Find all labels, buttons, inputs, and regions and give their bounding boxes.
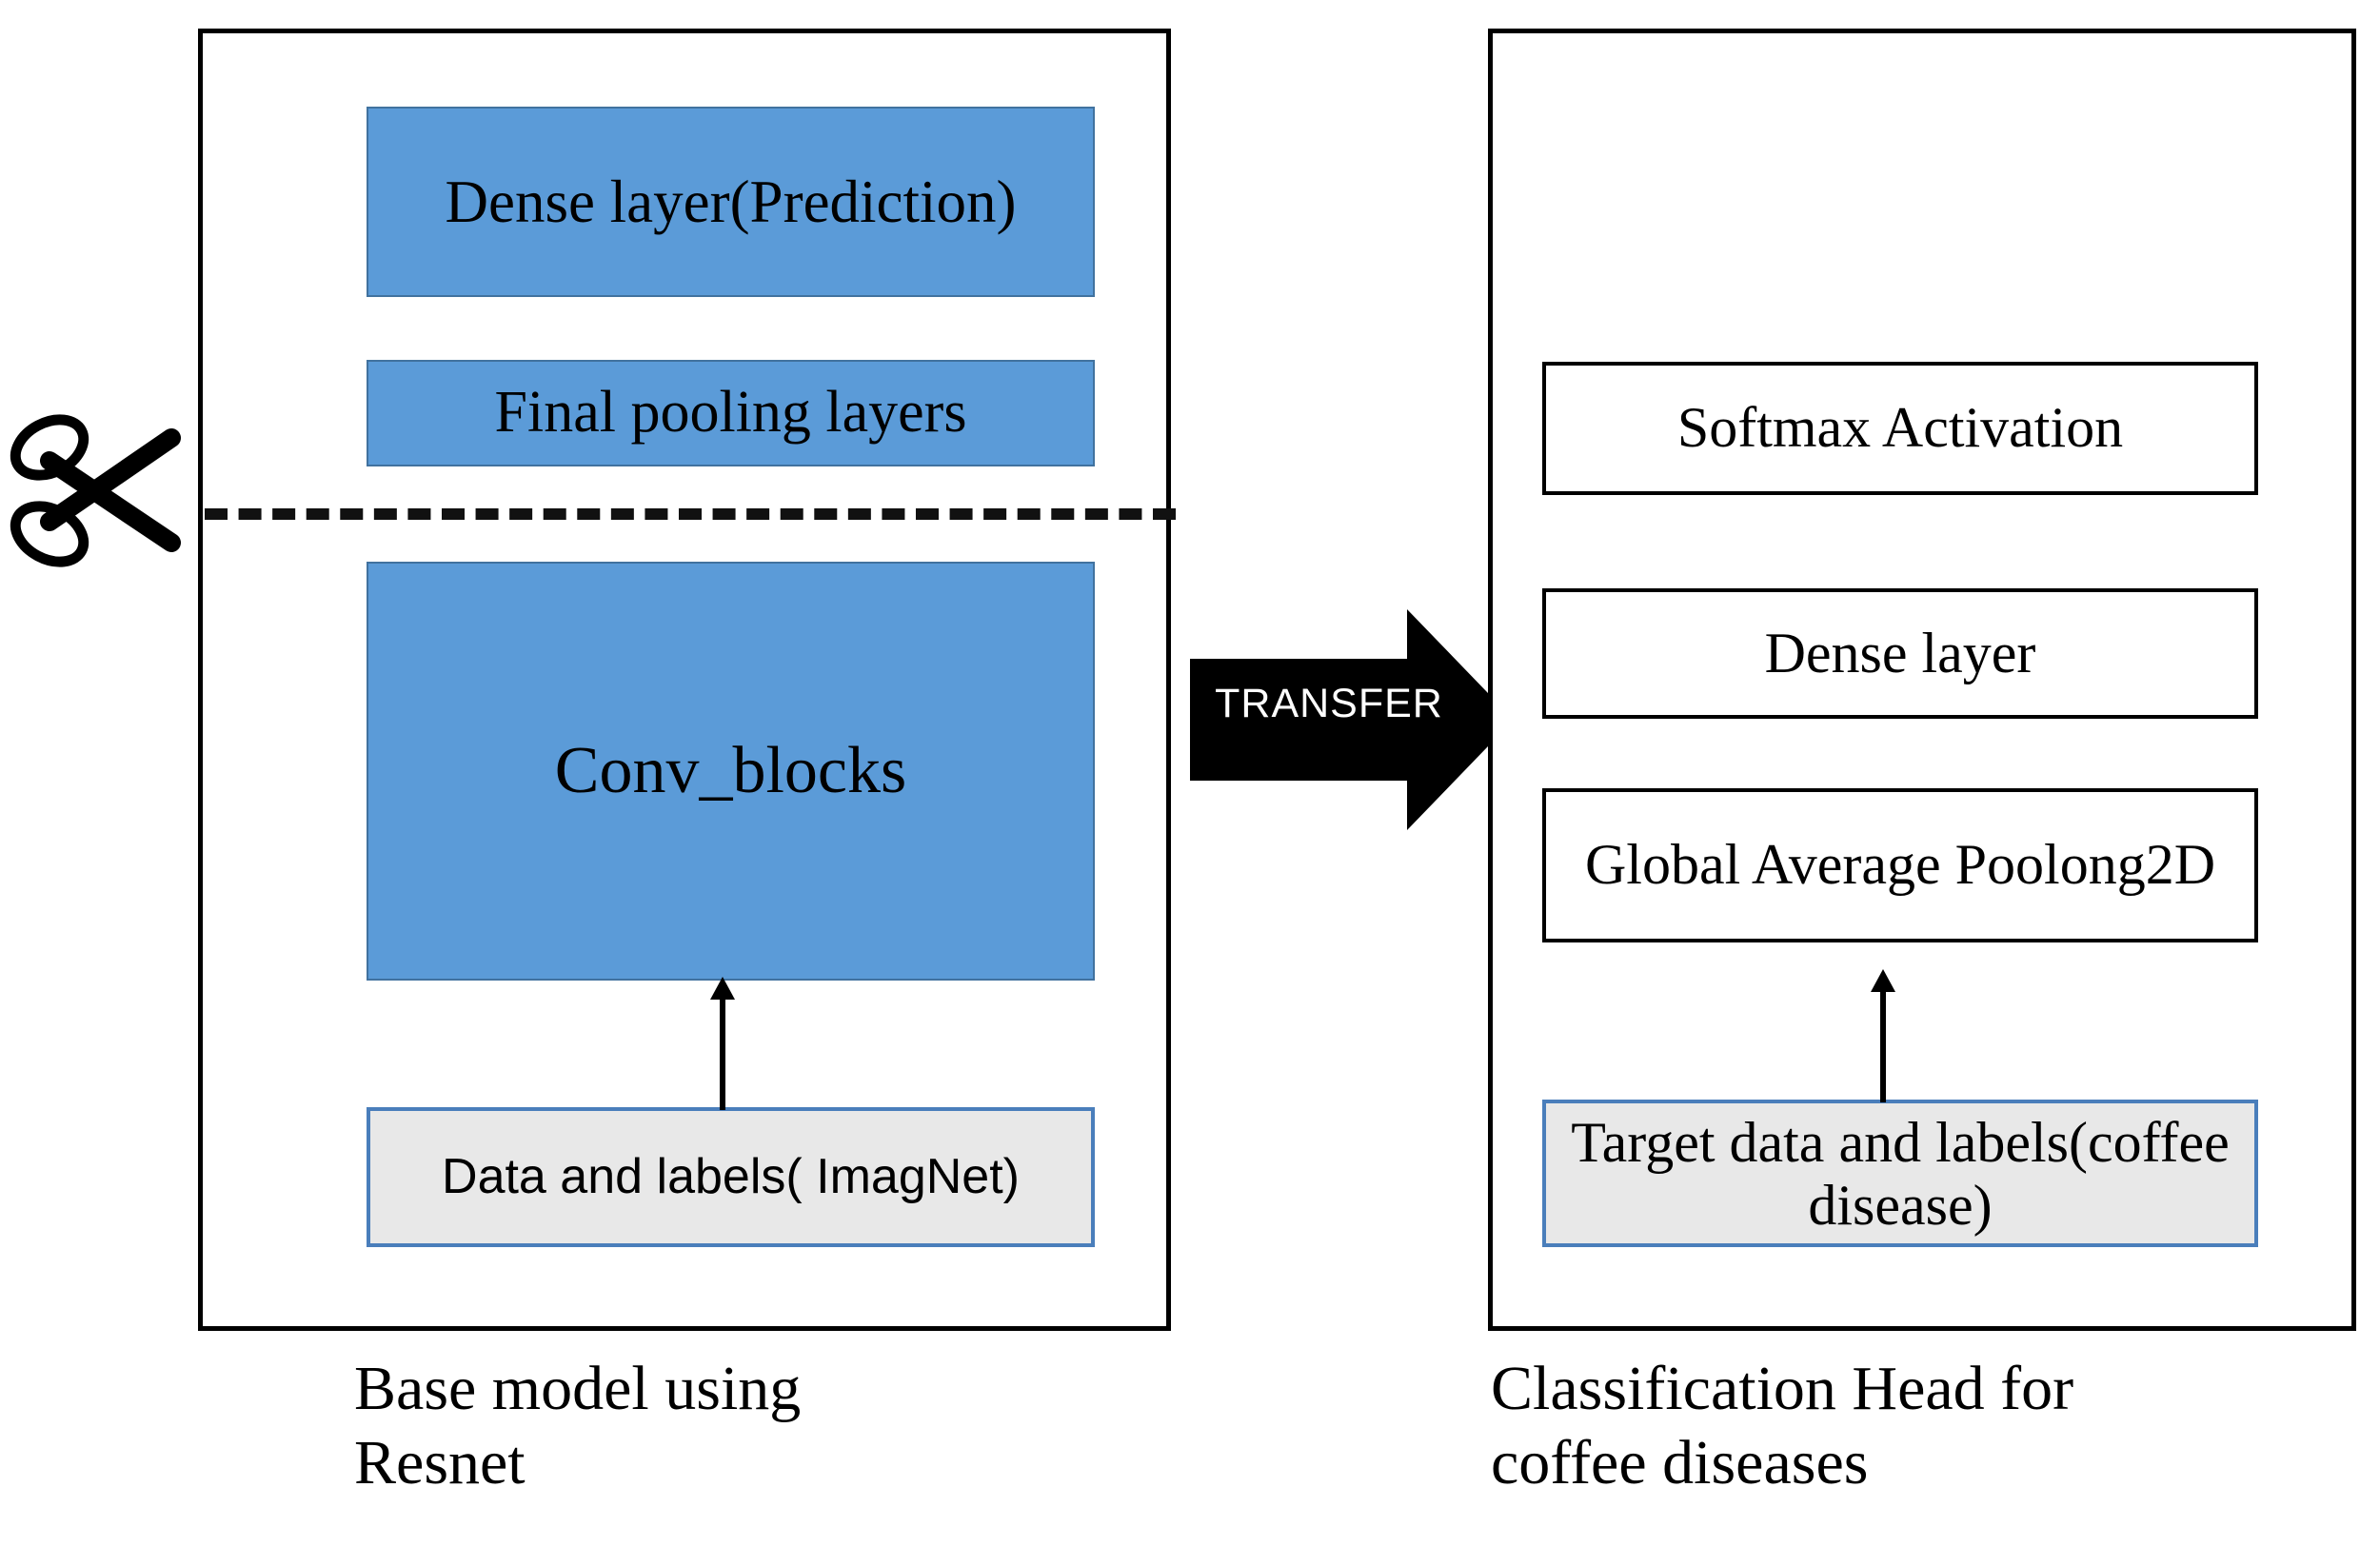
data-box-target-coffee-disease[interactable]: Target data and labels(coffee disease) [1542, 1100, 2258, 1247]
classification-head-caption: Classification Head for coffee diseases [1491, 1354, 2074, 1497]
layer-box-final-pooling[interactable]: Final pooling layers [367, 360, 1095, 466]
cut-line-group [0, 409, 1180, 571]
base-model-caption: Base model using Resnet [354, 1354, 802, 1497]
layer-box-dense-prediction[interactable]: Dense layer(Prediction) [367, 107, 1095, 297]
layer-box-softmax-activation[interactable]: Softmax Activation [1542, 362, 2258, 495]
layer-box-dense-layer[interactable]: Dense layer [1542, 588, 2258, 719]
feed-arrow-imagenet-to-conv [706, 977, 739, 1110]
layer-box-conv-blocks[interactable]: Conv_blocks [367, 562, 1095, 981]
feed-arrow-target-to-pooling [1867, 969, 1899, 1102]
layer-box-global-average-pooling[interactable]: Global Average Poolong2D [1542, 788, 2258, 942]
data-box-imagenet[interactable]: Data and labels( ImagNet) [367, 1107, 1095, 1247]
cut-dashed-line [205, 508, 1176, 520]
scissors-icon [8, 409, 208, 571]
transfer-arrow [1190, 609, 1514, 830]
